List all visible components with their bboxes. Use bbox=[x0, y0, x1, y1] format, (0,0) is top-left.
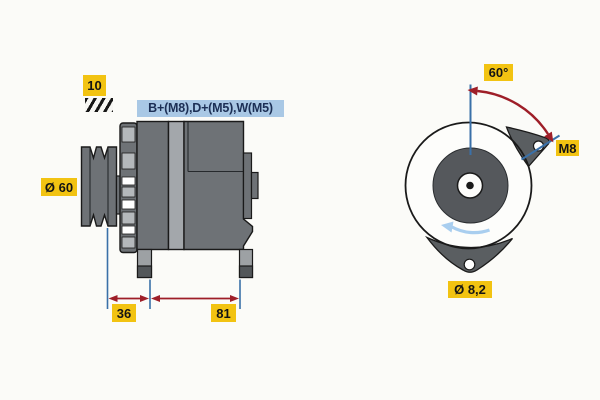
pulley-diameter-label: Ø 60 bbox=[41, 178, 77, 196]
rear-cover-ridge bbox=[242, 152, 253, 220]
dimension-lines bbox=[106, 228, 241, 309]
housing-circle bbox=[404, 121, 533, 250]
dimension-arrow-81 bbox=[151, 295, 239, 302]
rotation-direction-arrow-icon bbox=[441, 221, 491, 235]
mounting-angle-label: 60° bbox=[484, 64, 513, 81]
housing bbox=[136, 120, 259, 251]
side-view bbox=[80, 120, 259, 309]
angle-arc-arrow bbox=[467, 86, 554, 143]
terminal-block bbox=[250, 171, 259, 200]
shaft-center-dot bbox=[466, 181, 474, 190]
belt-hatch-icon bbox=[85, 98, 113, 112]
dimension-arrow-36 bbox=[108, 295, 149, 302]
cooling-fan bbox=[119, 122, 138, 254]
bolt-hole-bottom bbox=[463, 258, 476, 271]
pulley bbox=[80, 146, 118, 227]
belt-width-label: 10 bbox=[83, 75, 106, 96]
mounting-feet bbox=[136, 248, 254, 279]
bolt-axis-line bbox=[520, 134, 561, 161]
rear-view bbox=[404, 84, 561, 273]
bolt-thread-label: M8 bbox=[556, 140, 579, 156]
dimension-36-label: 36 bbox=[112, 304, 136, 322]
dimension-81-label: 81 bbox=[211, 304, 236, 322]
terminals-label: B+(M8),D+(M5),W(M5) bbox=[137, 100, 284, 117]
stator-band bbox=[167, 120, 185, 251]
hole-diameter-label: Ø 8,2 bbox=[448, 281, 492, 298]
